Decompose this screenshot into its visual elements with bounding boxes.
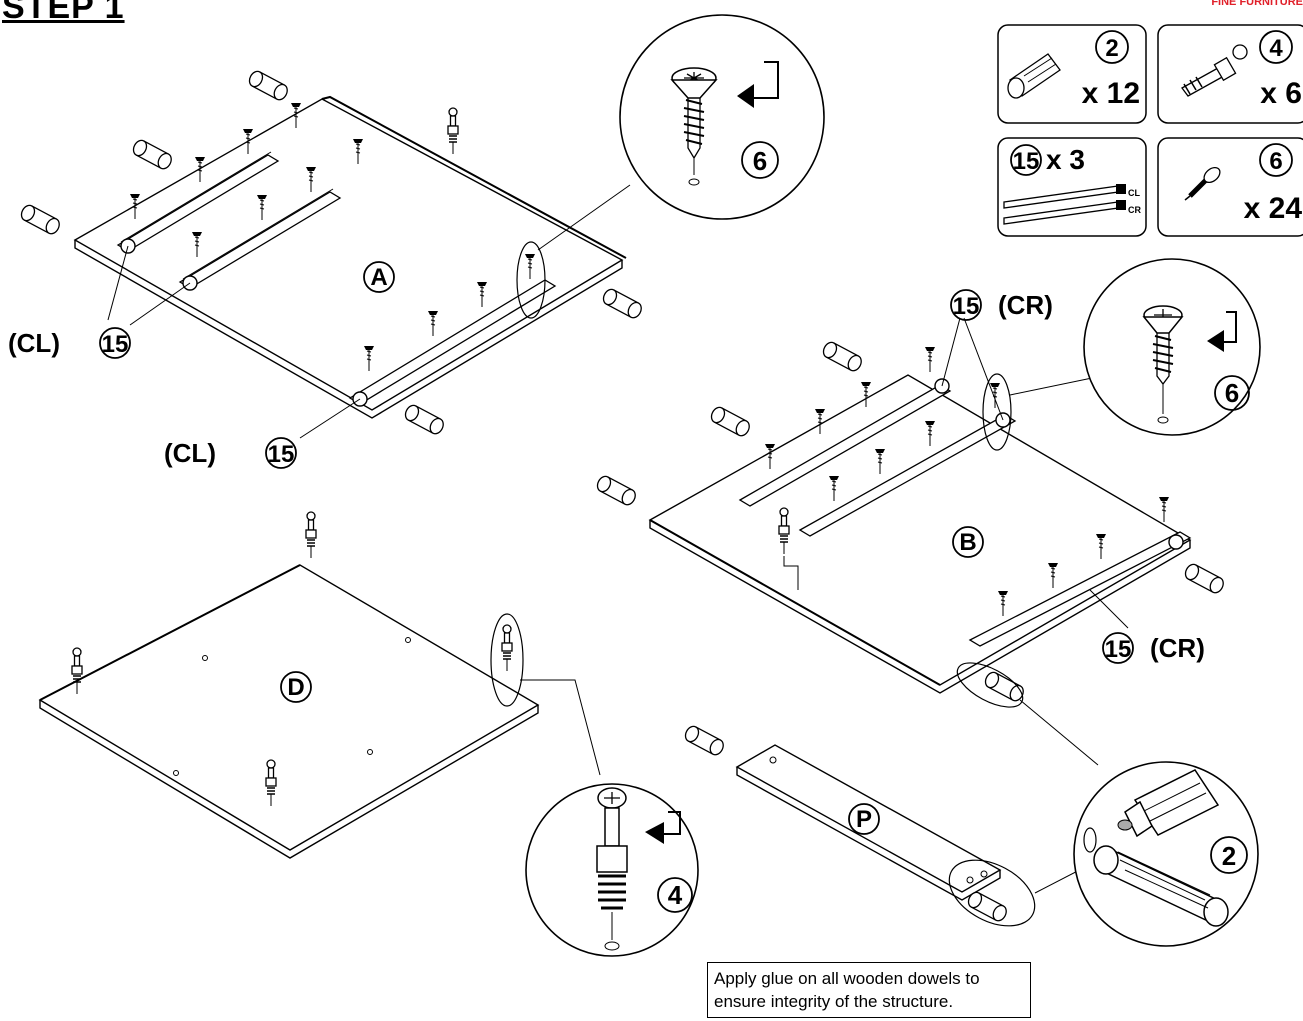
legend-item-cam-bolt: 4 x 6: [1157, 24, 1303, 124]
cam-bolt-icon: [1181, 44, 1248, 97]
svg-text:6: 6: [753, 146, 767, 176]
panel-a: A: [18, 68, 645, 439]
svg-text:15: 15: [268, 441, 295, 468]
svg-text:15: 15: [102, 331, 129, 358]
legend-item-screw: 6 x 24: [1157, 137, 1303, 237]
svg-text:4: 4: [1269, 35, 1283, 62]
callout-cl-upper: (CL) 15: [8, 327, 131, 359]
callout-cr-lower: 15 (CR): [1102, 632, 1205, 664]
legend-item-drawer-slide: 15 x 3 CL CR: [997, 137, 1147, 237]
svg-text:6: 6: [1225, 378, 1239, 408]
svg-text:x 6: x 6: [1260, 77, 1302, 110]
svg-text:x 24: x 24: [1244, 192, 1303, 225]
cam-bolt-icon: [596, 787, 628, 951]
callout-cr-upper: 15 (CR): [950, 289, 1053, 321]
glue-note-line-2: ensure integrity of the structure.: [714, 992, 954, 1011]
screw-icon: [1184, 166, 1221, 201]
svg-text:CR: CR: [1128, 205, 1141, 215]
svg-text:15: 15: [1105, 636, 1132, 663]
wooden-dowel-icon: [1007, 53, 1061, 99]
screw-icon: [670, 67, 718, 186]
zoom-dowel-glue: 2: [1073, 761, 1259, 947]
svg-text:6: 6: [1269, 148, 1282, 175]
wooden-dowel-icon: [1093, 845, 1229, 927]
panel-b-label: B: [959, 529, 976, 556]
brand-label: FINE FURNITURE: [1211, 0, 1303, 8]
zoom-cam-bolt: 4: [525, 783, 699, 957]
parts-legend: 2 x 12 4 x 6 15 x 3: [997, 24, 1303, 237]
panel-p-label: P: [856, 806, 872, 833]
svg-text:2: 2: [1105, 35, 1118, 62]
rotate-arrow-icon: [737, 61, 779, 108]
svg-text:15: 15: [1013, 148, 1040, 175]
svg-text:CL: CL: [1128, 188, 1140, 198]
panel-d-label: D: [287, 674, 304, 701]
step-title: STEP 1: [2, 0, 125, 26]
svg-text:(CR): (CR): [998, 290, 1053, 320]
panel-d: D: [38, 511, 601, 859]
legend-item-dowel: 2 x 12: [997, 24, 1147, 124]
callout-cl-lower: (CL) 15: [164, 437, 297, 469]
svg-text:4: 4: [668, 880, 683, 910]
glue-bottle-icon: [1117, 769, 1220, 838]
drawer-slide-icon: [1003, 184, 1126, 225]
svg-text:2: 2: [1222, 841, 1236, 871]
zoom-screw-b: 6: [1083, 258, 1261, 436]
zoom-screw-a: 6: [619, 14, 825, 220]
svg-text:x 3: x 3: [1046, 144, 1085, 175]
svg-text:(CL): (CL): [164, 438, 216, 468]
svg-text:x 12: x 12: [1082, 77, 1140, 110]
glue-note: Apply glue on all wooden dowels to ensur…: [707, 962, 1031, 1018]
panel-b: B: [594, 317, 1227, 766]
panel-p: P: [682, 723, 1096, 927]
svg-text:(CL): (CL): [8, 328, 60, 358]
glue-note-line-1: Apply glue on all wooden dowels to: [714, 969, 980, 988]
svg-text:(CR): (CR): [1150, 633, 1205, 663]
svg-text:15: 15: [953, 293, 980, 320]
panel-a-label: A: [370, 264, 387, 291]
